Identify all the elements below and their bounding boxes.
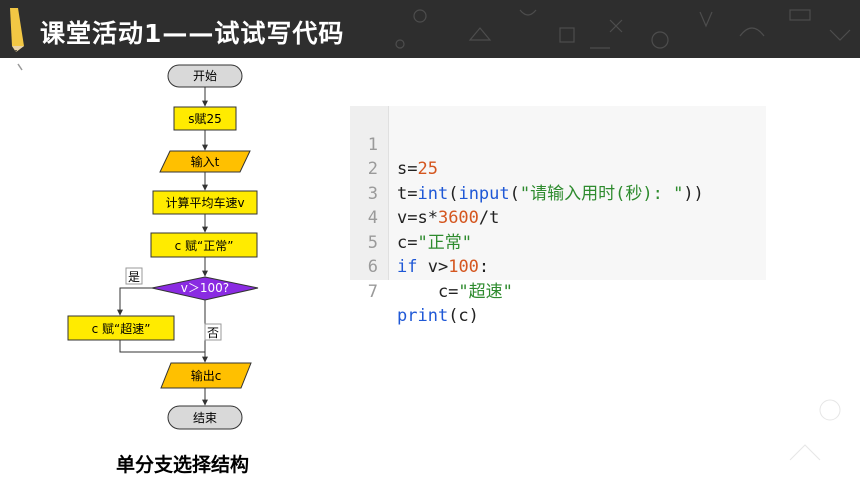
flowchart-caption: 单分支选择结构 xyxy=(116,454,250,476)
output-c-io xyxy=(160,362,252,389)
code-line: 4 c="正常" xyxy=(350,182,766,253)
flowchart: 开始 s赋25 输入t 计算平均车速v c 赋“正常” v＞100? 是 否 c… xyxy=(67,64,259,430)
no-label-box xyxy=(204,323,222,341)
code-line: 5 if v>100: xyxy=(350,206,766,278)
condition-label: v＞100? xyxy=(181,281,229,295)
end-terminal xyxy=(167,405,243,430)
chalk-doodles-decoration xyxy=(395,9,851,49)
yes-label: 是 xyxy=(128,270,140,284)
line-number: 1 xyxy=(367,134,378,155)
line-number: 2 xyxy=(367,159,378,179)
line-number: 7 xyxy=(367,281,378,302)
code-text: print(c) xyxy=(397,306,479,326)
header-banner: 课堂活动1——试试写代码 xyxy=(0,0,860,58)
condition-decision xyxy=(151,276,259,301)
line-number: 6 xyxy=(367,257,378,277)
code-line: 3 v=s*3600/t xyxy=(350,157,766,229)
code-line: 1 s=25 xyxy=(350,108,766,180)
end-label: 结束 xyxy=(193,411,217,425)
line-number-gutter xyxy=(350,106,389,280)
assign-c-normal-process xyxy=(150,232,258,258)
pencil-icon xyxy=(10,8,24,52)
input-t-label: 输入t xyxy=(191,154,220,169)
code-text: c="正常" xyxy=(397,232,472,253)
code-line: 6 c="超速" xyxy=(350,231,766,302)
code-text: t=int(input("请输入用时(秒): ")) xyxy=(397,183,704,204)
corner-doodles-decoration xyxy=(789,399,841,461)
assign-s-label: s赋25 xyxy=(188,112,222,126)
assign-c-fast-label: c 赋“超速” xyxy=(92,321,151,336)
start-label: 开始 xyxy=(193,69,217,83)
code-text: s=25 xyxy=(397,159,438,179)
start-terminal xyxy=(167,64,243,88)
input-t-io xyxy=(159,150,251,173)
output-c-label: 输出c xyxy=(191,368,222,383)
code-text: if v>100: xyxy=(397,257,490,277)
page-title: 课堂活动1——试试写代码 xyxy=(40,19,345,48)
line-number: 4 xyxy=(367,208,378,228)
code-block: 1 s=25 2 t=int(input("请输入用时(秒): ")) 3 v=… xyxy=(350,106,766,327)
yes-label-box xyxy=(125,267,143,285)
line-number: 5 xyxy=(367,232,378,253)
compute-v-process xyxy=(152,190,258,215)
code-text: v=s*3600/t xyxy=(397,208,500,228)
header-shadow-decoration xyxy=(17,63,23,71)
assign-s-process xyxy=(173,106,237,131)
no-label: 否 xyxy=(207,326,219,340)
code-text: c="超速" xyxy=(397,281,513,302)
line-number: 3 xyxy=(367,183,378,204)
assign-c-fast-process xyxy=(67,315,175,341)
code-line: 7 print(c) xyxy=(350,255,766,327)
assign-c-normal-label: c 赋“正常” xyxy=(175,239,234,253)
compute-v-label: 计算平均车速v xyxy=(165,195,244,210)
code-line: 2 t=int(input("请输入用时(秒): ")) xyxy=(350,133,766,204)
